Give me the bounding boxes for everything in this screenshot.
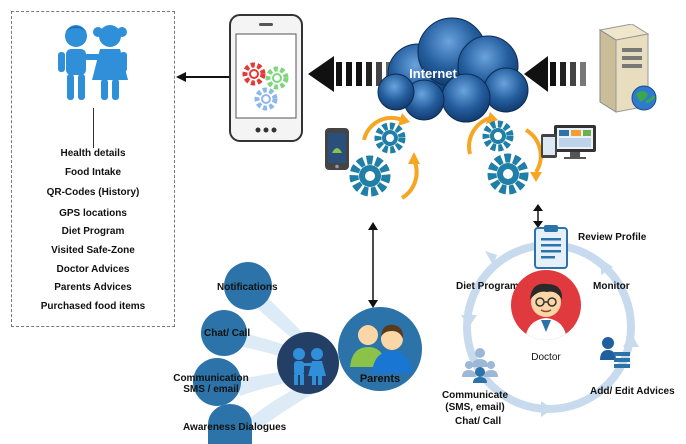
list-item: Diet Program [61,226,125,237]
clipboard-icon [533,224,569,275]
internet-cloud: Internet [374,12,534,124]
label-chat-call: Chat/ Call [204,328,251,339]
cloud-label: Internet [409,66,457,81]
mobile-device-icon [324,127,350,176]
doctor-avatar [511,270,581,340]
web-devices-icon [540,124,598,165]
label-monitor: Monitor [593,281,630,292]
arrow-gears-to-parents [368,222,378,308]
gear-icon [467,112,543,195]
label-diet-programs: Diet Programs [456,281,525,292]
gear-icon [349,113,420,200]
label-chat-call-doctor: Chat/ Call [455,416,502,427]
children-bubble [277,332,339,394]
advices-icon [598,334,632,373]
doctor-label: Doctor [531,352,561,363]
arrow-gears-to-doctor [533,204,543,228]
list-item: GPS locations [59,208,127,219]
parents-label: Parents [359,373,401,385]
smartphone-icon [229,14,303,147]
arrow-phone-to-box [176,72,232,82]
server-icon [592,23,658,121]
label-notifications: Notifications [217,282,278,293]
striped-arrow-to-cloud [524,56,586,92]
list-item: Doctor Advices [56,264,130,275]
label-add-edit-advices: Add/ Edit Advices [590,386,675,397]
list-item: Parents Advices [54,282,132,293]
communicate-icon [461,345,499,388]
list-item: Visited Safe-Zone [51,245,135,256]
child-profile-box: Health details Food Intake QR-Codes (His… [11,11,175,327]
bubble-communication [193,358,241,406]
label-review-profile: Review Profile [578,232,647,243]
connector-line [93,108,94,148]
list-item: Health details [60,148,126,159]
label-awareness: Awareness Dialogues [183,422,287,433]
list-item: Purchased food items [40,301,146,312]
parents-bubble: Parents [338,307,422,391]
list-item: Food Intake [64,167,122,178]
label-communication: Communication SMS / email [173,373,249,395]
children-icon [56,22,130,109]
list-item: QR-Codes (History) [46,187,140,198]
label-communicate: Communicate (SMS, email) [441,390,509,413]
bubble-notifications [224,262,272,310]
bubble-awareness [208,404,252,444]
bubble-chat-call [201,310,247,356]
